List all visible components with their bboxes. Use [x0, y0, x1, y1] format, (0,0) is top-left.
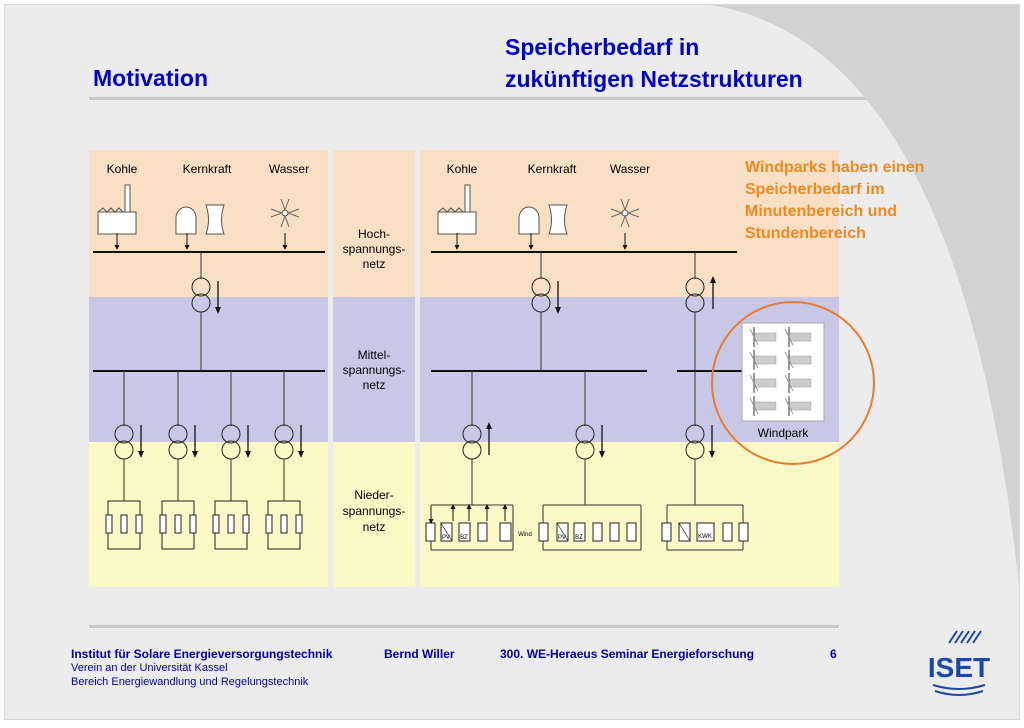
title-right-line1: Speicherbedarf in [505, 34, 700, 60]
slide-title-right: Speicherbedarf in zukünftigen Netzstrukt… [505, 31, 803, 95]
load-label-wind: Wind [518, 532, 532, 538]
level-label-mittel-2: spannungs- [343, 363, 406, 377]
title-divider [89, 97, 993, 100]
slide: Motivation Speicherbedarf in zukünftigen… [4, 4, 1020, 720]
windpark-note: Windparks haben einen Speicherbedarf im … [745, 159, 925, 242]
band-nieder [89, 442, 839, 587]
level-label-nieder-3: netz [363, 520, 386, 534]
level-label-nieder-1: Nieder- [354, 488, 393, 502]
level-label-mittel-3: netz [363, 378, 386, 392]
level-label-hoch-3: netz [363, 257, 386, 271]
iset-logo-text: ISET [928, 652, 990, 683]
level-label-hoch-2: spannungs- [343, 242, 406, 256]
footer-page-number: 6 [830, 647, 837, 661]
mv-lv-branches-left [105, 371, 305, 550]
load-label-kwk: KWK [698, 534, 712, 540]
windpark-highlight-circle [711, 301, 875, 465]
lv-group-kwk: KWK [661, 504, 749, 551]
plant-label-wasser-right: Wasser [610, 162, 650, 176]
windpark-label: Windpark [758, 426, 810, 440]
footer-line2: Verein an der Universität Kassel [71, 662, 228, 674]
plant-label-kernkraft-right: Kernkraft [528, 162, 577, 176]
title-right-line2: zukünftigen Netzstrukturen [505, 66, 803, 92]
plant-labels-left: Kohle Kernkraft Wasser [107, 162, 309, 176]
iset-logo: ISET [928, 630, 990, 696]
plant-label-wasser: Wasser [269, 162, 309, 176]
plant-label-kohle-right: Kohle [447, 162, 478, 176]
lv-group-pv-bz-wind: PV BZ Wind [425, 503, 532, 551]
plant-label-kernkraft: Kernkraft [183, 162, 232, 176]
load-label-bz: BZ [575, 535, 583, 541]
level-label-hoch-1: Hoch- [358, 227, 390, 241]
load-label-pv: PV [442, 535, 450, 541]
footer-divider [89, 625, 839, 628]
plant-label-kohle: Kohle [107, 162, 138, 176]
lv-group-pv-bz: PV BZ [538, 504, 642, 551]
level-label-mittel-1: Mittel- [358, 348, 391, 362]
grid-diagram: Kohle Kernkraft Wasser [89, 5, 1019, 587]
level-label-nieder-2: spannungs- [343, 504, 406, 518]
footer-seminar: 300. WE-Heraeus Seminar Energieforschung [500, 647, 755, 661]
load-label-pv: PV [558, 535, 566, 541]
load-label-bz: BZ [460, 535, 468, 541]
footer-institute: Institut für Solare Energieversorgungste… [71, 647, 333, 661]
decorative-swoosh [710, 5, 1019, 587]
footer-author: Bernd Willer [384, 647, 455, 661]
footer-line3: Bereich Energiewandlung und Regelungstec… [71, 676, 309, 688]
slide-title-left: Motivation [93, 65, 208, 91]
